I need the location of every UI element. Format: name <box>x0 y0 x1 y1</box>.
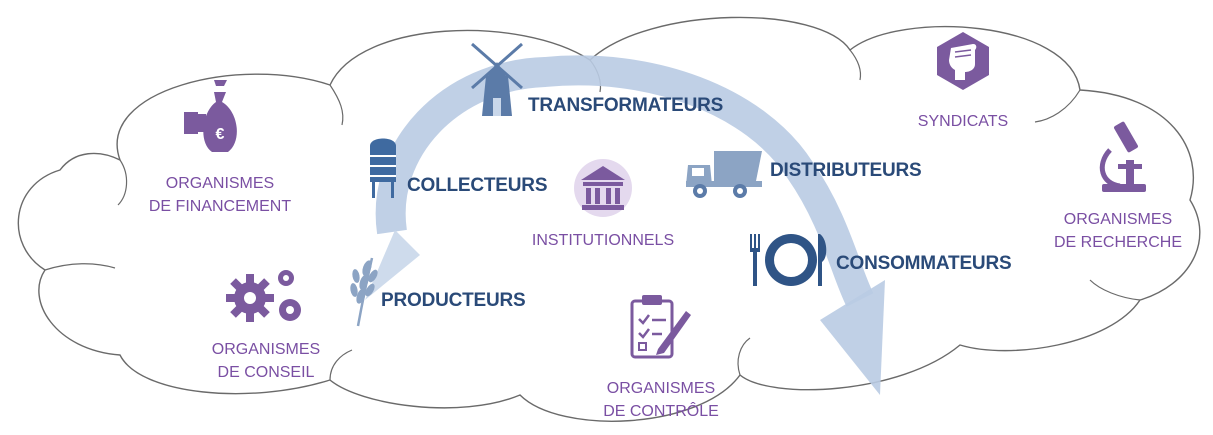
label-organismes-recherche: ORGANISMES DE RECHERCHE <box>1053 211 1182 251</box>
svg-text:€: € <box>216 126 225 143</box>
label-producteurs: PRODUCTEURS <box>381 290 526 311</box>
gears-icon <box>226 270 301 322</box>
wheat-icon <box>350 257 378 327</box>
label-distributeurs: DISTRIBUTEURS <box>770 160 922 181</box>
label-organismes-financement: ORGANISMES DE FINANCEMENT <box>148 175 292 215</box>
label-collecteurs: COLLECTEURS <box>407 175 548 196</box>
circular-flow-arrow <box>365 55 885 395</box>
label-organismes-conseil: ORGANISMES DE CONSEIL <box>211 341 321 381</box>
silo-icon <box>370 138 396 198</box>
label-organismes-controle: ORGANISMES DE CONTRÔLE <box>603 380 719 420</box>
plate-fork-knife-icon <box>750 234 827 286</box>
money-bag-euro-icon: € <box>184 80 237 152</box>
windmill-icon <box>471 42 523 116</box>
cloud-shape <box>17 16 1201 422</box>
label-consommateurs: CONSOMMATEURS <box>836 253 1012 274</box>
clipboard-checklist-icon <box>630 295 691 359</box>
dump-truck-icon <box>686 151 762 198</box>
label-institutionnels: INSTITUTIONNELS <box>531 232 675 249</box>
institution-building-icon <box>574 159 632 217</box>
label-syndicats: SYNDICATS <box>917 113 1009 130</box>
raised-fist-icon <box>937 32 989 90</box>
microscope-icon <box>1099 121 1146 192</box>
label-transformateurs: TRANSFORMATEURS <box>528 95 724 116</box>
